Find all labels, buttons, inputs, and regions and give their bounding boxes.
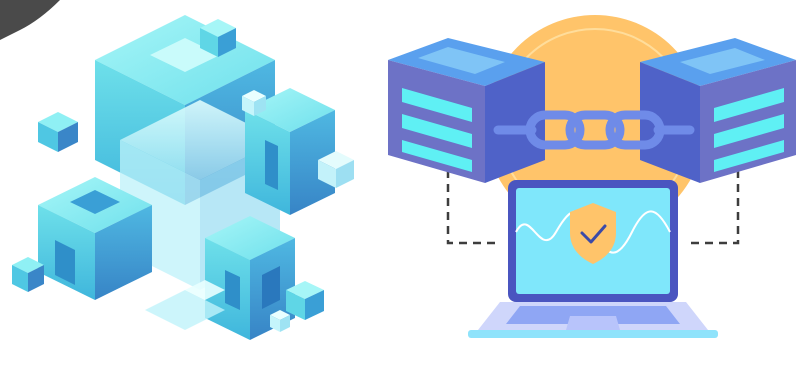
secure-network-illustration	[380, 0, 804, 368]
corner-arc	[0, 0, 60, 40]
chain-link-icon	[493, 110, 695, 150]
blockchain-security-icon	[388, 15, 796, 338]
laptop-icon	[468, 180, 718, 338]
isometric-cubes-icon	[0, 0, 354, 340]
cube-cluster-illustration	[0, 0, 380, 368]
shield-check-icon	[570, 203, 616, 264]
right-server-icon	[640, 38, 796, 183]
left-server-icon	[388, 38, 545, 183]
left-dashed-connector	[446, 170, 500, 245]
right-dashed-connector	[686, 170, 740, 245]
